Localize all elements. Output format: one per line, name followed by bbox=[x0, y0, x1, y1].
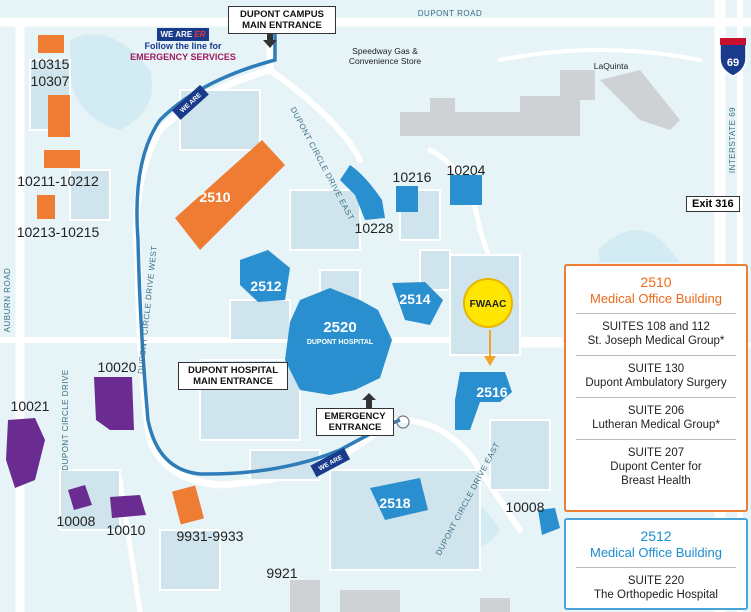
er-note-line1: Follow the line for bbox=[144, 41, 222, 51]
road-label-circle-drive: DUPONT CIRCLE DRIVE bbox=[61, 369, 70, 470]
panel-2510-header: 2510 Medical Office Building bbox=[576, 274, 736, 314]
suite-number: SUITE 207 bbox=[627, 447, 685, 459]
label-2514: 2514 bbox=[399, 291, 430, 307]
callout-campus-entrance[interactable]: DUPONT CAMPUS MAIN ENTRANCE bbox=[228, 6, 336, 34]
directory-panel-2512: 2512 Medical Office Building SUITE 220 T… bbox=[564, 518, 748, 610]
road-label-auburn: AUBURN ROAD bbox=[3, 268, 12, 333]
label-2510: 2510 bbox=[199, 189, 230, 205]
suite-entry: SUITE 207 Dupont Center for Breast Healt… bbox=[576, 439, 736, 495]
label-2518: 2518 bbox=[379, 495, 410, 511]
er-badge-suffix: ER bbox=[194, 30, 206, 39]
label-10008-east: 10008 bbox=[506, 499, 545, 515]
fwaac-marker[interactable] bbox=[463, 278, 513, 328]
label-10213: 10213-10215 bbox=[17, 224, 100, 240]
suite-tenant: The Orthopedic Hospital bbox=[593, 589, 718, 601]
shield-number: 69 bbox=[727, 57, 739, 69]
emergency-entrance-arrow-icon bbox=[362, 393, 376, 408]
suite-number: SUITE 220 bbox=[627, 575, 685, 587]
panel-2512-header: 2512 Medical Office Building bbox=[576, 528, 736, 568]
grey-buildings bbox=[290, 70, 680, 612]
label-2512: 2512 bbox=[250, 278, 281, 294]
suite-entry: SUITE 220 The Orthopedic Hospital bbox=[576, 568, 736, 609]
panel-2510-number: 2510 bbox=[640, 274, 672, 290]
road-label-dupont: DUPONT ROAD bbox=[418, 9, 482, 18]
suite-number: SUITE 206 bbox=[627, 405, 685, 417]
road-label-interstate: INTERSTATE 69 bbox=[728, 107, 737, 173]
helipad-icon bbox=[396, 415, 410, 429]
er-note-line2: EMERGENCY SERVICES bbox=[130, 52, 236, 62]
label-9921: 9921 bbox=[266, 565, 297, 581]
suite-tenant: St. Joseph Medical Group* bbox=[587, 335, 725, 347]
emergency-entrance-line1: EMERGENCY bbox=[324, 411, 386, 422]
suite-number: SUITE 130 bbox=[627, 363, 685, 375]
panel-2510-name: Medical Office Building bbox=[590, 291, 722, 306]
label-10020: 10020 bbox=[98, 359, 137, 375]
suite-entry: SUITE 206 Lutheran Medical Group* bbox=[576, 397, 736, 439]
panel-2512-number: 2512 bbox=[640, 528, 672, 544]
callout-emergency-entrance[interactable]: EMERGENCY ENTRANCE bbox=[316, 408, 394, 436]
suite-number: SUITES 108 and 112 bbox=[602, 321, 710, 333]
poi-speedway-1: Speedway Gas & bbox=[352, 46, 418, 56]
label-10211: 10211-10212 bbox=[17, 173, 99, 189]
poi-speedway-2: Convenience Store bbox=[349, 56, 422, 66]
purple-buildings bbox=[6, 377, 146, 518]
suite-tenant: Dupont Ambulatory Surgery bbox=[585, 377, 727, 389]
label-10307: 10307 bbox=[31, 73, 70, 89]
er-route-line bbox=[135, 18, 401, 476]
label-10204: 10204 bbox=[447, 162, 486, 178]
suite-tenant: Dupont Center for bbox=[610, 461, 702, 473]
campus-entrance-line2: MAIN ENTRANCE bbox=[242, 20, 322, 31]
exit-sign: Exit 316 bbox=[686, 196, 740, 212]
suite-entry: SUITES 108 and 112 St. Joseph Medical Gr… bbox=[576, 314, 736, 355]
suite-entry: SUITE 130 Dupont Ambulatory Surgery bbox=[576, 355, 736, 397]
er-badge-prefix: WE ARE bbox=[160, 30, 193, 39]
label-10008-west: 10008 bbox=[57, 513, 96, 529]
blue-buildings bbox=[240, 165, 560, 535]
poi-laquinta: LaQuinta bbox=[594, 61, 629, 71]
er-badge: WE ARE ER bbox=[157, 28, 209, 41]
panel-2512-name: Medical Office Building bbox=[590, 545, 722, 560]
label-10315: 10315 bbox=[31, 56, 70, 72]
label-9931: 9931-9933 bbox=[177, 528, 244, 544]
callout-hospital-entrance[interactable]: DUPONT HOSPITAL MAIN ENTRANCE bbox=[178, 362, 288, 390]
suite-tenant: Lutheran Medical Group* bbox=[592, 419, 720, 431]
label-2516: 2516 bbox=[476, 384, 507, 400]
label-2520-name: DUPONT HOSPITAL bbox=[307, 339, 374, 346]
directory-panel-2510: 2510 Medical Office Building SUITES 108 … bbox=[564, 264, 748, 512]
pond bbox=[598, 230, 680, 262]
label-10216: 10216 bbox=[393, 169, 432, 185]
campus-entrance-arrow-icon bbox=[263, 32, 277, 48]
parking-lots bbox=[29, 59, 551, 591]
pond bbox=[70, 34, 152, 130]
hospital-entrance-line1: DUPONT HOSPITAL bbox=[187, 365, 279, 376]
label-10021: 10021 bbox=[11, 398, 50, 414]
er-route-badge bbox=[171, 84, 351, 478]
fwaac-arrowhead bbox=[484, 356, 496, 366]
suite-tenant-cont: Breast Health bbox=[621, 475, 691, 487]
label-2520: 2520 bbox=[323, 319, 356, 336]
hospital-entrance-line2: MAIN ENTRANCE bbox=[193, 376, 273, 387]
campus-entrance-line1: DUPONT CAMPUS bbox=[240, 9, 324, 20]
label-10228: 10228 bbox=[355, 220, 394, 236]
label-10010: 10010 bbox=[107, 522, 146, 538]
er-route-note: WE ARE ER Follow the line for EMERGENCY … bbox=[118, 28, 248, 63]
label-fwaac: FWAAC bbox=[470, 299, 507, 310]
orange-buildings bbox=[37, 35, 285, 525]
interstate-shield-icon bbox=[719, 37, 747, 77]
emergency-entrance-line2: ENTRANCE bbox=[328, 422, 382, 433]
